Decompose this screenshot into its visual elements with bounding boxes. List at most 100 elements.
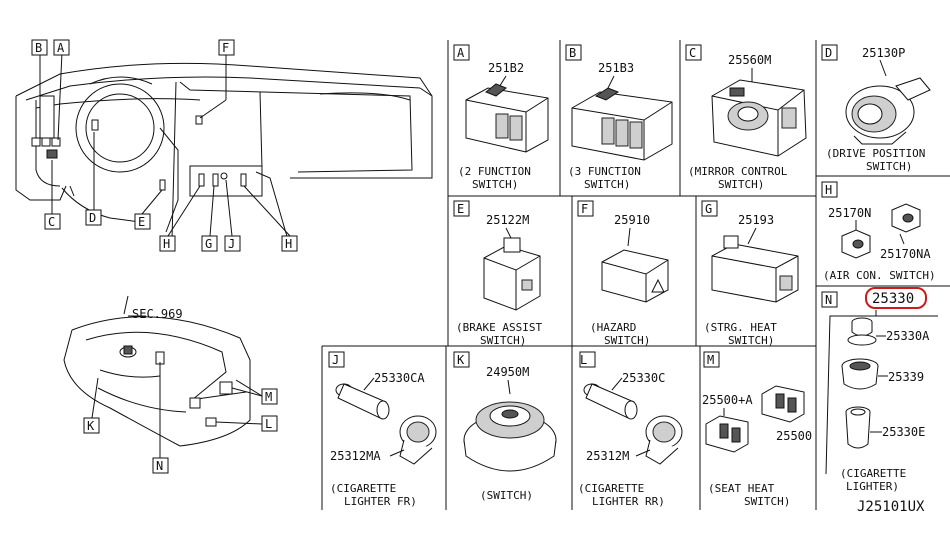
panel-l-part2: 25312M — [586, 449, 629, 463]
cigarette-lighter-parts-illustration — [841, 317, 888, 449]
marker-f — [218, 39, 235, 56]
marker-e-label: E — [138, 215, 145, 229]
panel-h: H 25170N 25170NA (AIR CON. SWITCH) — [821, 181, 936, 282]
overview-markers: B A F C D E H G J H — [31, 39, 298, 252]
panel-e-desc1: (BRAKE ASSIST — [456, 321, 542, 334]
marker-c — [44, 213, 61, 230]
panel-a-desc2: SWITCH) — [472, 178, 518, 191]
panel-k-letter-box — [453, 351, 470, 368]
panel-h-letter: H — [825, 183, 832, 197]
marker-a — [53, 39, 70, 56]
two-function-switch-illustration — [465, 83, 549, 153]
brake-assist-switch-illustration — [483, 237, 541, 311]
panel-n-desc1: (CIGARETTE — [840, 467, 906, 480]
three-function-switch-illustration — [571, 87, 673, 161]
panel-b: B 251B3 (3 FUNCTION SWITCH) — [565, 44, 673, 191]
panel-l: L 25330C 25312M (CIGARETTE LIGHTER RR) — [578, 351, 683, 508]
panel-d-desc2: SWITCH) — [866, 160, 912, 173]
panel-e-letter: E — [457, 202, 464, 216]
switch-dial-illustration — [463, 401, 557, 472]
marker-n-label: N — [156, 459, 163, 473]
panel-n-part2: 25339 — [888, 370, 924, 384]
marker-l-label: L — [265, 417, 272, 431]
panel-g-letter-box — [701, 200, 718, 217]
panel-n-part3: 25330E — [882, 425, 925, 439]
panel-c-letter: C — [689, 46, 696, 60]
panel-b-desc1: (3 FUNCTION — [568, 165, 641, 178]
panel-j-part1: 25330CA — [374, 371, 425, 385]
panel-j-letter: J — [332, 353, 339, 367]
diagram-code: J25101UX — [857, 499, 925, 515]
panel-g: 25193 G (STRG. HEAT SWITCH) — [701, 200, 799, 347]
marker-d-label: D — [89, 211, 96, 225]
marker-k-label: K — [87, 419, 95, 433]
panel-a-part: 251B2 — [488, 61, 524, 75]
panel-c-desc2: SWITCH) — [718, 178, 764, 191]
marker-g-label: G — [205, 237, 212, 251]
panel-f-desc2: SWITCH) — [604, 334, 650, 347]
marker-h-right-label: H — [285, 237, 292, 251]
panel-n: N 25330 25330A 25339 25330E (CIGARETTE L… — [821, 287, 938, 493]
panel-b-desc2: SWITCH) — [584, 178, 630, 191]
panel-m-letter: M — [707, 353, 714, 367]
panel-n-part1: 25330A — [886, 329, 930, 343]
marker-k — [83, 417, 100, 434]
panel-l-desc2: LIGHTER RR) — [592, 495, 665, 508]
panel-n-part-main: 25330 — [872, 291, 914, 307]
hazard-switch-illustration — [601, 249, 669, 303]
marker-b-label: B — [35, 41, 42, 55]
marker-a-label: A — [57, 41, 65, 55]
marker-j — [224, 235, 241, 252]
panel-b-part: 251B3 — [598, 61, 634, 75]
panel-m-desc1: (SEAT HEAT — [708, 482, 775, 495]
marker-c-label: C — [48, 215, 55, 229]
panel-j: J 25330CA 25312MA (CIGARETTE LIGHTER FR) — [328, 351, 437, 508]
marker-b — [31, 39, 48, 56]
panel-m-part2: 25500 — [776, 429, 812, 443]
panel-e-desc2: SWITCH) — [480, 334, 526, 347]
panel-l-letter-box — [579, 351, 596, 368]
panel-d: D 25130P (DRIVE POSITION SWITCH) — [821, 44, 931, 173]
panel-l-desc1: (CIGARETTE — [578, 482, 644, 495]
panel-c-desc1: (MIRROR CONTROL — [688, 165, 788, 178]
panel-c-part: 25560M — [728, 53, 771, 67]
panel-j-desc1: (CIGARETTE — [330, 482, 396, 495]
marker-d — [85, 209, 102, 226]
panel-l-part1: 25330C — [622, 371, 665, 385]
panel-j-desc2: LIGHTER FR) — [344, 495, 417, 508]
panel-m-desc2: SWITCH) — [744, 495, 790, 508]
panel-c: C 25560M (MIRROR CONTROL SWITCH) — [685, 44, 807, 191]
highlight-ring — [865, 287, 927, 309]
panel-d-part: 25130P — [862, 46, 905, 60]
panel-b-letter-box — [565, 44, 582, 61]
panel-k-desc1: (SWITCH) — [480, 489, 533, 502]
panel-h-desc1: (AIR CON. SWITCH) — [823, 269, 936, 282]
drive-position-switch-illustration — [845, 77, 931, 145]
panel-h-part2: 25170NA — [880, 247, 931, 261]
panel-d-desc1: (DRIVE POSITION — [826, 147, 925, 160]
marker-j-label: J — [228, 237, 235, 251]
panel-g-desc1: (STRG. HEAT — [704, 321, 777, 334]
panel-f-desc1: (HAZARD — [590, 321, 636, 334]
panel-g-desc2: SWITCH) — [728, 334, 774, 347]
panel-c-letter-box — [685, 44, 702, 61]
air-con-switch-illustration — [841, 203, 921, 259]
panel-a-letter-box — [453, 44, 470, 61]
panel-a-desc1: (2 FUNCTION — [458, 165, 531, 178]
panel-f-part: 25910 — [614, 213, 650, 227]
steering-heat-switch-illustration — [711, 235, 799, 303]
panel-a: A 251B2 (2 FUNCTION SWITCH) — [453, 44, 549, 191]
seat-heat-switch-illustration — [705, 385, 805, 453]
panel-e: E 25122M (BRAKE ASSIST SWITCH) — [453, 200, 542, 347]
panel-k: K 24950M (SWITCH) — [453, 351, 557, 502]
marker-m — [261, 388, 278, 405]
marker-l — [261, 415, 278, 432]
panel-f-letter-box — [577, 200, 594, 217]
panel-n-letter-box — [821, 291, 838, 308]
panel-k-part: 24950M — [486, 365, 529, 379]
marker-f-label: F — [222, 41, 229, 55]
rear-lighter-illustration — [583, 383, 683, 465]
marker-h-left — [159, 235, 176, 252]
marker-h-left-label: H — [163, 237, 170, 251]
